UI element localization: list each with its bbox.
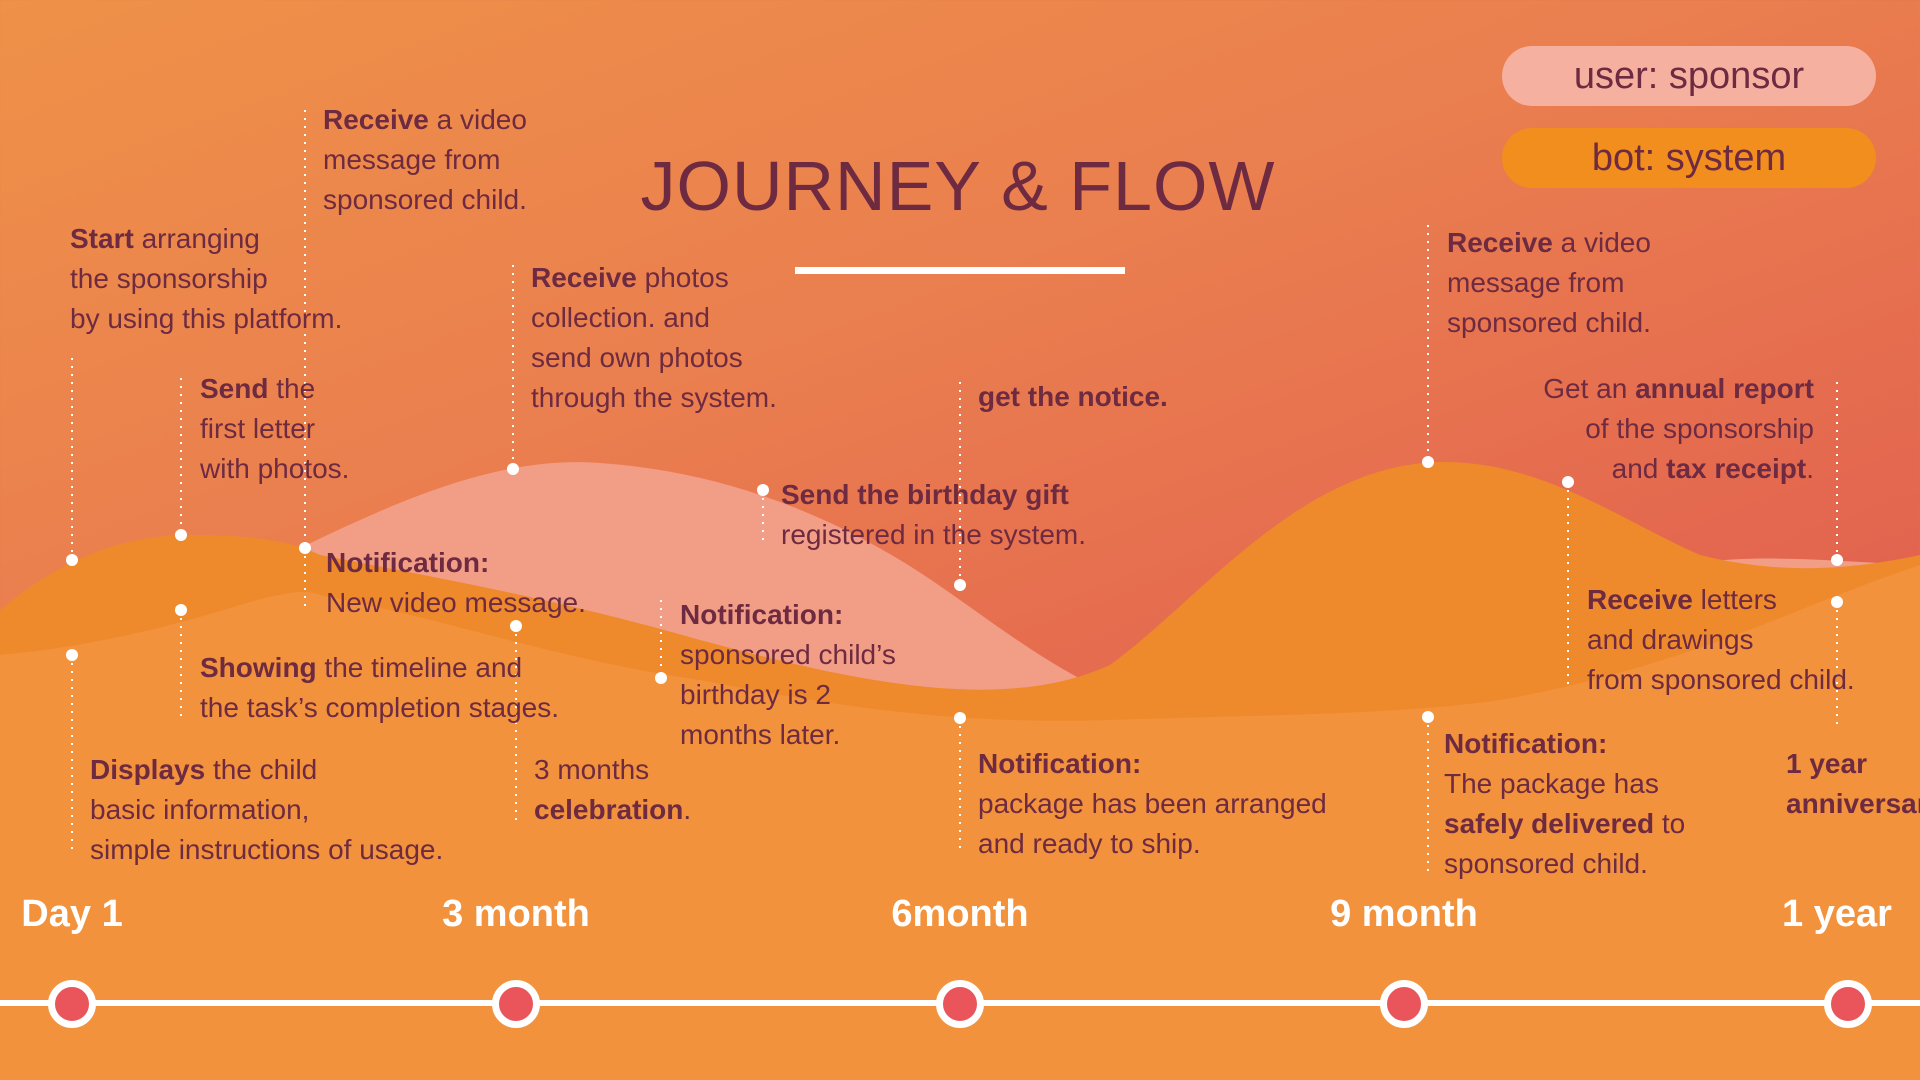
legend-user-sponsor: user: sponsor xyxy=(1502,46,1876,106)
dot-3months xyxy=(510,620,522,632)
event-notification-birthday: Notification: sponsored child’s birthday… xyxy=(680,599,896,750)
event-displays-child-info: Displays the child basic information, si… xyxy=(90,754,444,865)
event-annual-report: Get an annual report of the sponsorship … xyxy=(1543,373,1814,484)
event-notification-delivered: Notification: The package has safely del… xyxy=(1444,728,1686,879)
dot-video-2 xyxy=(1422,456,1434,468)
milestone-marker-6month xyxy=(936,980,984,1028)
dot-birthday-gift xyxy=(757,484,769,496)
dot-start xyxy=(66,554,78,566)
event-receive-letters: Receive letters and drawings from sponso… xyxy=(1587,584,1855,695)
event-send-birthday-gift: Send the birthday gift registered in the… xyxy=(781,479,1087,550)
event-receive-photos: Receive photos collection. and send own … xyxy=(531,262,777,413)
event-start-arranging: Start arranging the sponsorship by using… xyxy=(70,223,343,334)
dot-send-letter xyxy=(175,529,187,541)
dot-notice xyxy=(954,579,966,591)
page-title: JOURNEY & FLOW xyxy=(640,147,1276,225)
event-dots xyxy=(66,456,1843,724)
dot-showing xyxy=(175,604,187,616)
connector-lines xyxy=(71,110,1838,875)
milestone-marker-1year xyxy=(1824,980,1872,1028)
milestone-label-day1: Day 1 xyxy=(21,893,123,935)
dot-photos xyxy=(507,463,519,475)
event-notification-package: Notification: package has been arranged … xyxy=(978,748,1327,859)
event-3-months-celebration: 3 months celebration. xyxy=(534,754,692,825)
event-showing-timeline: Showing the timeline and the task’s comp… xyxy=(200,652,560,723)
event-receive-video-1: Receive a video message from sponsored c… xyxy=(323,104,527,215)
dot-anniversary xyxy=(1831,596,1843,608)
dot-video-1 xyxy=(299,542,311,554)
legend-bot-system: bot: system xyxy=(1502,128,1876,188)
event-get-notice: get the notice. xyxy=(978,381,1168,412)
title-underline xyxy=(795,267,1125,274)
dot-anniversary-top xyxy=(1831,554,1843,566)
milestone-marker-day1 xyxy=(48,980,96,1028)
event-notification-video: Notification: New video message. xyxy=(326,547,586,618)
event-1-year-anniversary: 1 year anniversary xyxy=(1786,748,1920,819)
milestone-label-6month: 6month xyxy=(891,893,1029,935)
dot-annual-report xyxy=(1562,476,1574,488)
milestone-label-9month: 9 month xyxy=(1330,893,1478,935)
dot-notif-package xyxy=(954,712,966,724)
milestone-marker-9month xyxy=(1380,980,1428,1028)
dot-notif-delivered xyxy=(1422,711,1434,723)
event-receive-video-2: Receive a video message from sponsored c… xyxy=(1447,227,1651,338)
dot-notif-birthday xyxy=(655,672,667,684)
event-send-first-letter: Send the first letter with photos. xyxy=(200,373,350,484)
milestone-marker-3month xyxy=(492,980,540,1028)
dot-displays xyxy=(66,649,78,661)
milestone-label-3month: 3 month xyxy=(442,893,590,935)
milestone-label-1year: 1 year xyxy=(1782,893,1892,935)
